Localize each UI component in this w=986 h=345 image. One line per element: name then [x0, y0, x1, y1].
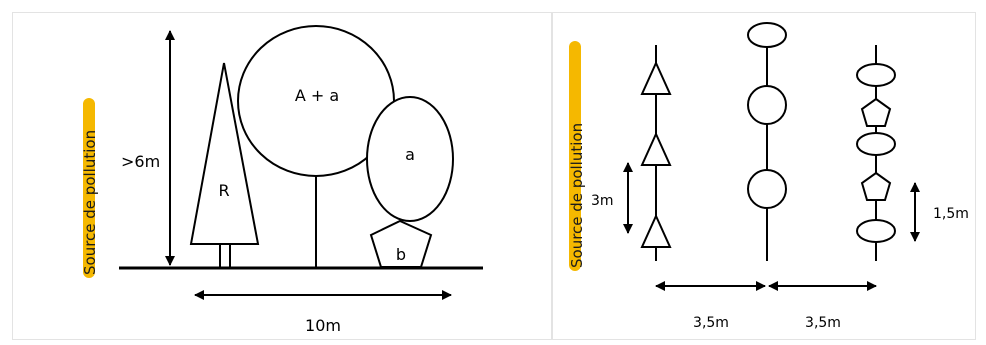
row-spacing-label-2: 3,5m [805, 315, 841, 331]
conifer-tree [189, 62, 260, 268]
layer-profile-diagram: Source de pollution >6m R A + a b a [81, 25, 483, 335]
shrub [369, 219, 433, 268]
planting-pattern-diagram: Source de pollution 3m 1,5 [568, 22, 969, 331]
source-of-pollution-label-right: Source de pollution [568, 123, 586, 268]
circle-row [747, 22, 787, 261]
medium-tree [366, 96, 454, 222]
height-label: >6m [121, 152, 160, 171]
source-highlight [83, 98, 95, 278]
layer-profile-panel: Source de pollution >6m R A + a b a [12, 12, 552, 340]
planting-pattern-panel: Source de pollution 3m 1,5 [552, 12, 976, 340]
row-spacing-label-1: 3,5m [693, 315, 729, 331]
source-of-pollution-label: Source de pollution [81, 130, 99, 275]
width-label: 10m [305, 316, 341, 335]
medium-tree-label: a [405, 145, 415, 164]
mixed-row [856, 45, 896, 261]
source-highlight-right [569, 41, 581, 271]
conifer-label: R [218, 181, 229, 200]
spacing-3m-label: 3m [591, 193, 614, 209]
spacing-1-5m-label: 1,5m [933, 206, 969, 222]
triangle-row [640, 45, 672, 261]
shrub-label: b [396, 245, 406, 264]
large-tree-label: A + a [295, 86, 339, 105]
